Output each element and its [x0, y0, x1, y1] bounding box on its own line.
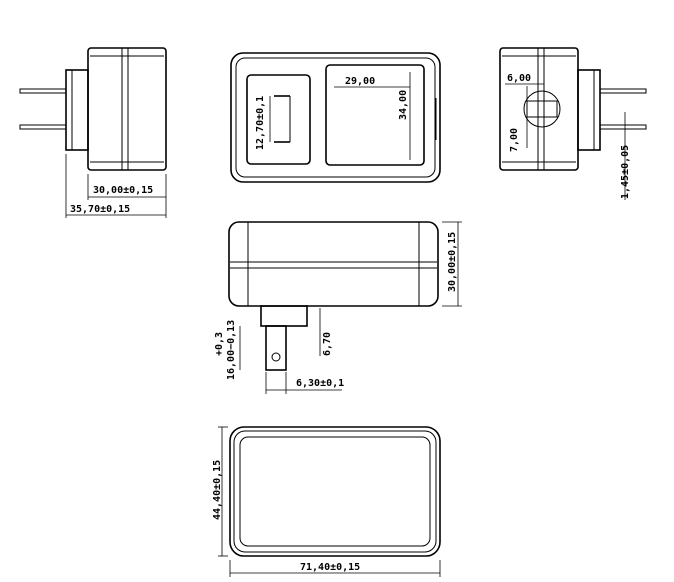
right-plug-base	[577, 69, 601, 151]
pin-length-tol-label: +0,3	[214, 332, 225, 356]
middle-height-label: 30,00±0,15	[447, 232, 458, 292]
middle-body	[228, 221, 439, 307]
left-prong-bottom	[19, 124, 67, 130]
front-label-area	[325, 64, 425, 166]
left-total-label: 35,70±0,15	[70, 204, 130, 215]
pin-width-label: 6,30±0,1	[296, 378, 344, 389]
middle-pin	[265, 325, 287, 371]
front-outer	[230, 52, 441, 183]
middle-pin-hole	[271, 352, 281, 362]
right-side-view: 6,00 7,00 1,45±0,05	[499, 47, 647, 200]
bottom-outer-2	[233, 430, 437, 553]
left-body	[87, 47, 167, 171]
left-plug-base	[65, 69, 89, 151]
front-plug-recess	[246, 74, 311, 165]
pin-length-label: 16,00−0,13	[226, 320, 237, 380]
pin-spacing-label: 12,70±0,1	[255, 96, 266, 150]
face-height-label: 34,00	[398, 90, 409, 120]
right-top-label: 6,00	[507, 73, 531, 84]
face-width-label: 29,00	[345, 76, 375, 87]
bottom-width-label: 71,40±0,15	[300, 562, 360, 573]
right-hole-slot	[526, 100, 558, 118]
left-side-view: 30,00±0,15 35,70±0,15	[19, 47, 167, 218]
right-prong-bottom	[599, 124, 647, 130]
bottom-height-label: 44,40±0,15	[212, 460, 223, 520]
right-hole	[523, 90, 561, 128]
front-view: 12,70±0,1 29,00 34,00	[230, 52, 441, 183]
bottom-inner	[239, 436, 431, 547]
right-side-label: 7,00	[509, 128, 520, 152]
right-prong-top	[599, 88, 647, 94]
bottom-view: 44,40±0,15 71,40±0,15	[212, 426, 441, 577]
right-thickness-label: 1,45±0,05	[620, 145, 631, 199]
middle-plug-base	[260, 305, 308, 327]
bottom-outer	[229, 426, 441, 557]
front-inner	[235, 57, 436, 178]
left-prong-top	[19, 88, 67, 94]
middle-view: 30,00±0,15 6,70 +0,3 16,00−0,13 6,30±0,1	[214, 221, 462, 394]
left-depth-label: 30,00±0,15	[93, 185, 153, 196]
pin-offset-label: 6,70	[322, 332, 333, 356]
